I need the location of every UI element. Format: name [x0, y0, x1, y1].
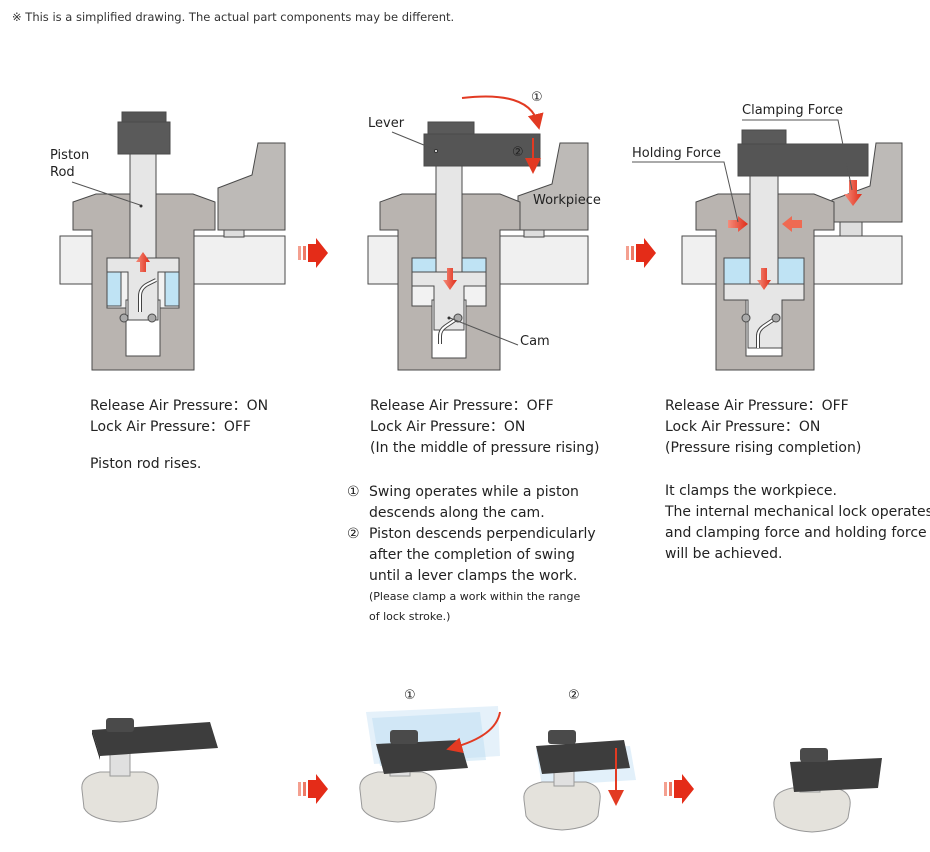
step-text: until a lever clamps the work. — [369, 568, 578, 584]
flow-arrow-icon — [298, 238, 328, 268]
lever-arm — [423, 133, 541, 167]
workpiece-shape — [217, 142, 286, 231]
label-cam: Cam — [520, 334, 550, 349]
flow-arrow-icon — [626, 238, 656, 268]
panel1-drawing — [59, 111, 286, 371]
disclaimer-note: ※ This is a simplified drawing. The actu… — [12, 10, 455, 24]
step-note: (Please clamp a work within the range — [369, 590, 581, 603]
panel1-line: Piston rod rises. — [90, 456, 202, 472]
flow-arrow-icon — [664, 774, 694, 804]
up-arrow-icon — [136, 252, 150, 272]
panel2-line: Lock Air Pressure：ON — [370, 419, 526, 435]
panel2-description: Release Air Pressure：OFF Lock Air Pressu… — [370, 396, 600, 459]
clamping-force-arrow-icon — [844, 180, 862, 206]
clamp-3d-released — [81, 718, 218, 823]
panel3-line: The internal mechanical lock operates — [665, 504, 930, 520]
panel3-description: Release Air Pressure：OFF Lock Air Pressu… — [665, 396, 930, 565]
swing-arrow-icon — [461, 95, 544, 130]
step1-marker: ① — [531, 90, 543, 105]
label-holding-force: Holding Force — [632, 146, 722, 161]
rod-nut — [117, 121, 171, 155]
step-text: Swing operates while a piston — [369, 484, 579, 500]
holding-force-arrow-icon — [728, 216, 748, 232]
panel3-line: (Pressure rising completion) — [665, 440, 862, 456]
panel3-drawing — [632, 119, 903, 371]
label-lever: Lever — [368, 116, 405, 131]
label-clamping-force: Clamping Force — [742, 103, 843, 118]
panel1-line: Release Air Pressure：ON — [90, 398, 269, 414]
step-note: of lock stroke.) — [369, 610, 451, 623]
flow-arrow-icon — [298, 774, 328, 804]
step-text: Piston descends perpendicularly — [369, 526, 596, 542]
holding-force-arrow-icon — [782, 216, 802, 232]
piston-rod — [129, 149, 157, 266]
panel2-drawing — [367, 95, 589, 371]
panel3-line: Release Air Pressure：OFF — [665, 398, 849, 414]
down-arrow-icon — [443, 268, 457, 290]
step1-marker-bottom: ① — [404, 688, 416, 703]
panel3-line: and clamping force and holding force — [665, 525, 927, 541]
panel1-description: Release Air Pressure：ON Lock Air Pressur… — [90, 396, 268, 475]
clamp-3d-swing — [359, 706, 501, 823]
step2-marker: ② — [512, 145, 524, 160]
panel2-steps: ① Swing operates while a piston descends … — [347, 482, 596, 627]
step-number: ① — [347, 484, 360, 500]
step-text: after the completion of swing — [369, 547, 575, 563]
label-rod: Rod — [50, 165, 75, 180]
step2-marker-bottom: ② — [568, 688, 580, 703]
panel3-line: It clamps the workpiece. — [665, 483, 837, 499]
panel1-line: Lock Air Pressure：OFF — [90, 419, 251, 435]
down-arrow-icon — [757, 268, 771, 290]
label-workpiece: Workpiece — [533, 193, 601, 208]
panel2-line: (In the middle of pressure rising) — [370, 440, 600, 456]
step-text: descends along the cam. — [369, 505, 545, 521]
clamp-3d-descend — [523, 730, 636, 831]
clamp-3d-clamped — [773, 748, 882, 833]
panel2-line: Release Air Pressure：OFF — [370, 398, 554, 414]
step-number: ② — [347, 526, 360, 542]
label-piston: Piston — [50, 148, 90, 163]
panel3-line: will be achieved. — [665, 546, 783, 562]
panel3-line: Lock Air Pressure：ON — [665, 419, 821, 435]
swing-arrow-icon — [446, 711, 501, 754]
